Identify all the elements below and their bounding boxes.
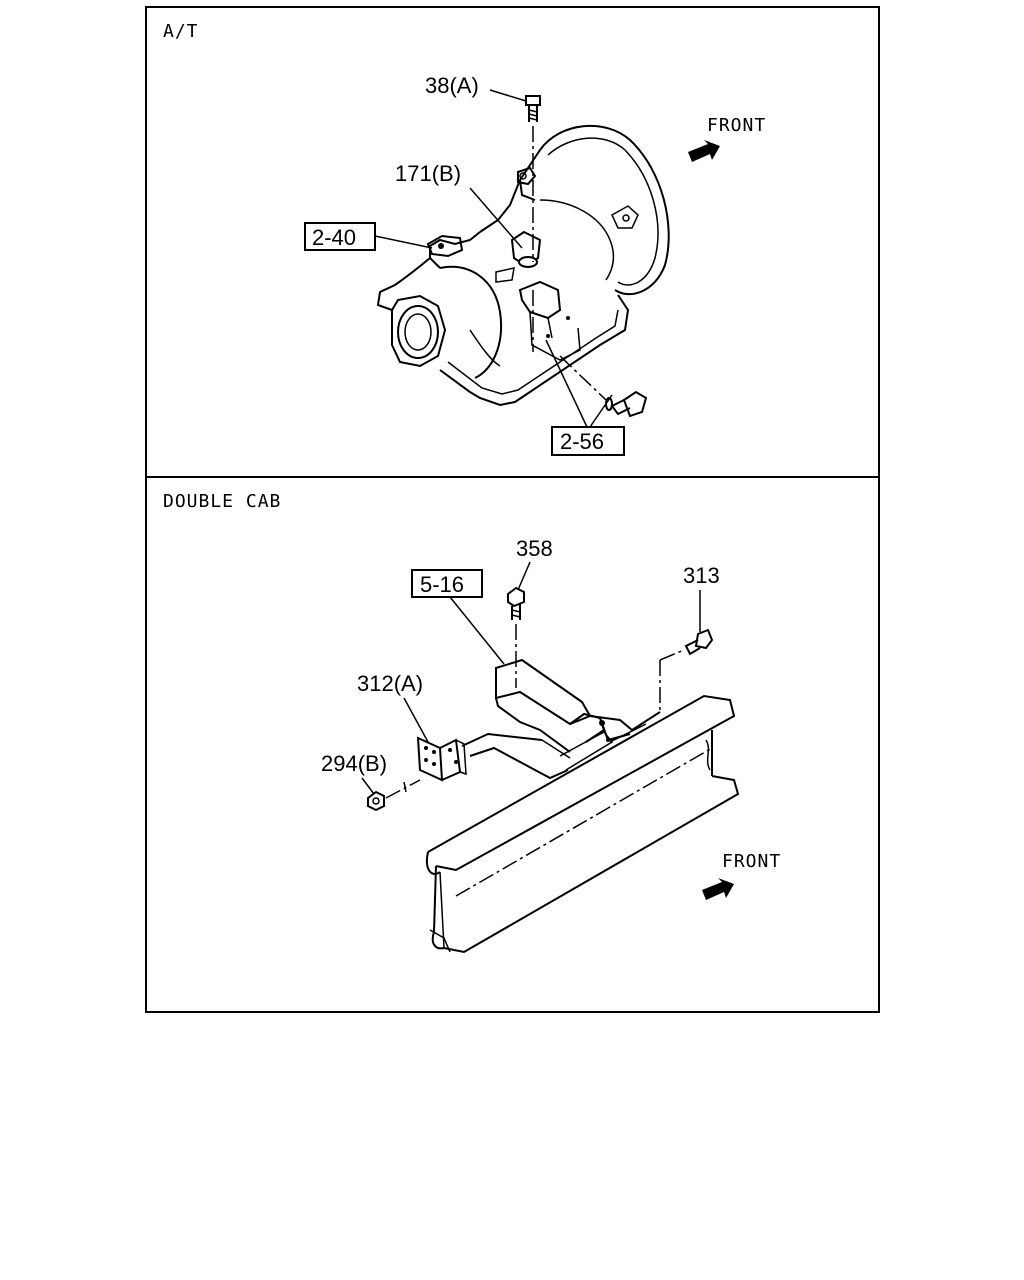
callout-294b: 294(B) [321,751,387,776]
callout-38a: 38(A) [425,73,479,98]
callout-2-40: 2-40 [312,225,356,250]
bolt-313-icon [684,628,714,656]
stud-mark [403,781,407,793]
callout-313: 313 [683,563,720,588]
leader-5-16 [449,596,505,665]
leader-2-56-a [545,339,588,428]
nut-294b-icon [367,790,385,812]
transmission-drawing [376,124,670,407]
diagram-frame [145,6,880,1013]
leader-294b [361,777,375,795]
front-label-at: FRONT [707,115,766,136]
leader-358 [517,561,531,591]
callout-171b: 171(B) [395,161,461,186]
panel-double-cab: DOUBLE CAB [163,491,781,954]
bracket-312a-drawing [416,736,467,782]
leader-2-40 [374,235,433,249]
bolt-2-56-icon [605,390,648,418]
front-arrow-icon [702,878,734,900]
callout-2-56: 2-56 [560,429,604,454]
callout-358: 358 [516,536,553,561]
bolt-38a-icon [525,95,541,122]
axis-line-294b [385,779,421,799]
axis-line-313-b [659,649,685,661]
bolt-358-icon [507,586,525,620]
axis-line-2-56 [559,355,607,401]
leader-312a [403,697,429,743]
bracket-5-16-drawing [461,658,661,780]
panel-at: A/T [163,21,766,456]
callout-box-5-16 [411,569,483,598]
leader-171b [469,187,523,249]
leader-38a [489,89,527,102]
front-label-double-cab: FRONT [722,851,781,872]
front-arrow-icon [688,140,720,162]
panel-heading-at: A/T [163,21,199,42]
callout-312a: 312(A) [357,671,423,696]
callout-5-16: 5-16 [420,572,464,597]
leader-2-56-b [589,394,613,428]
panel-heading-double-cab: DOUBLE CAB [163,491,281,512]
frame-rail-drawing [426,694,740,954]
callout-box-2-56 [551,426,625,456]
